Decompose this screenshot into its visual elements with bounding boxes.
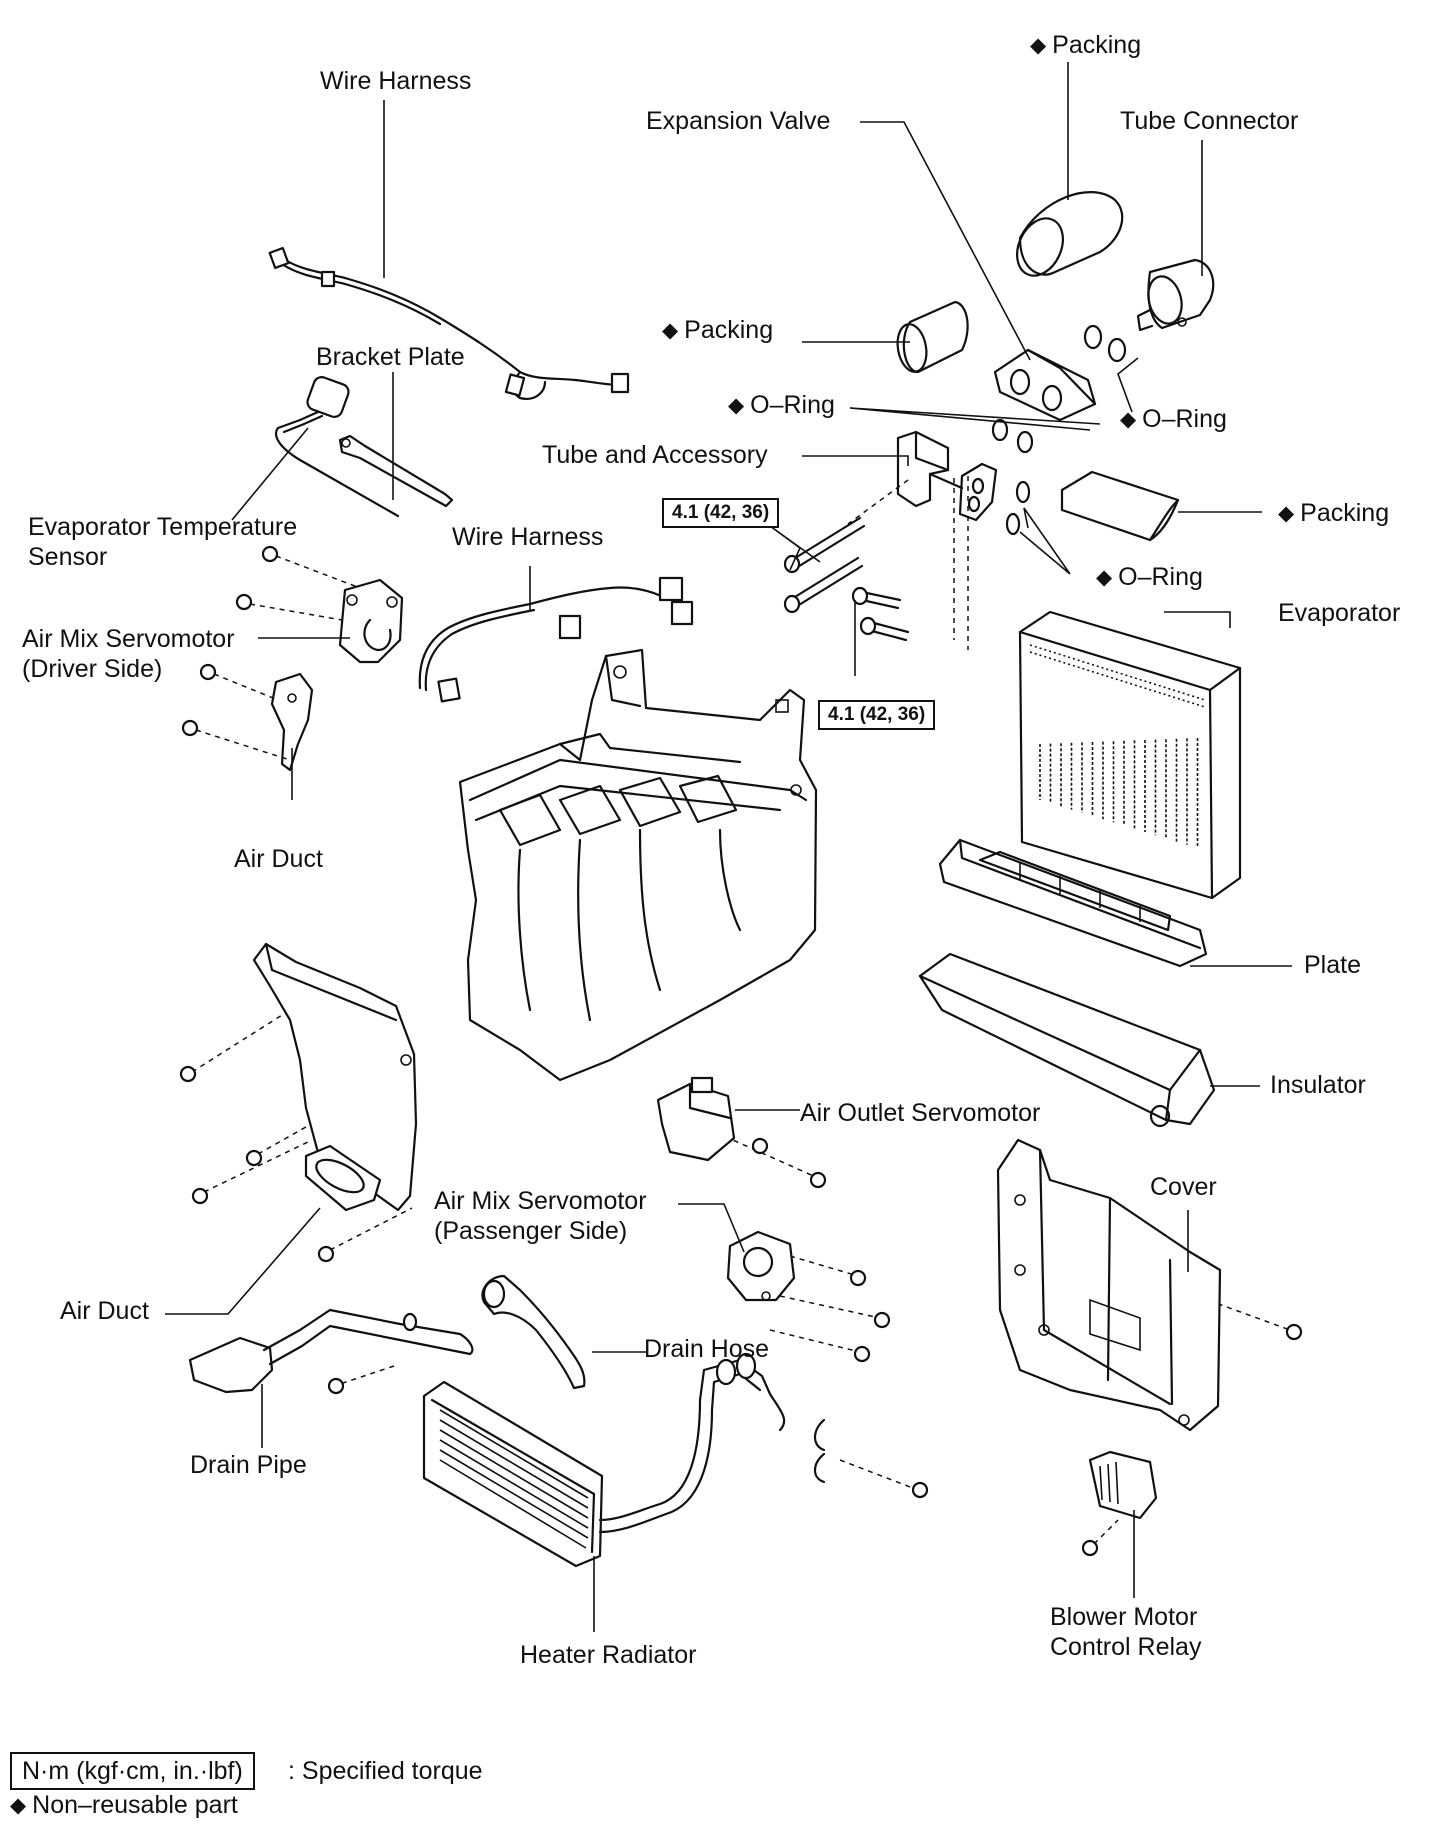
leader-lines: [165, 62, 1292, 1632]
screws: [179, 476, 1303, 1557]
label-packing-top: ◆Packing: [1030, 31, 1142, 59]
air-mix-servomotor-driver-part: [338, 578, 404, 664]
nonreusable-marker-icon: ◆: [1278, 502, 1295, 525]
plate-part: [938, 838, 1208, 968]
blower-motor-control-relay-part: [1088, 1450, 1158, 1520]
torque-spec-lower: 4.1 (42, 36): [818, 700, 936, 730]
nonreusable-marker-icon: ◆: [662, 319, 679, 342]
label-air-outlet-servomotor: Air Outlet Servomotor: [800, 1099, 1041, 1127]
legend-nonreusable: ◆Non–reusable part: [10, 1788, 238, 1824]
o-rings-part: [991, 324, 1127, 536]
tube-and-accessory-part: [896, 430, 998, 522]
packing-top-part: [1016, 191, 1124, 277]
heater-unit-case: [458, 648, 818, 1082]
heater-radiator-part: [422, 1352, 826, 1568]
cover-part: [996, 1138, 1222, 1432]
label-air-mix-servomotor-driver: Air Mix Servomotor (Driver Side): [22, 625, 235, 683]
label-wire-harness-mid: Wire Harness: [452, 523, 604, 551]
torque-bolts: [783, 516, 910, 642]
label-air-mix-servomotor-passenger: Air Mix Servomotor (Passenger Side): [434, 1187, 647, 1245]
label-blower-motor-control-relay: Blower Motor Control Relay: [1050, 1603, 1202, 1661]
label-expansion-valve: Expansion Valve: [646, 107, 831, 135]
legend-torque-desc: : Specified torque: [288, 1757, 483, 1785]
insulator-part: [918, 952, 1216, 1128]
wire-harness-mid-part: [418, 576, 694, 703]
drain-hose-part: [481, 1274, 586, 1390]
packing-mid-part: [896, 300, 969, 374]
label-tube-and-accessory: Tube and Accessory: [542, 441, 768, 469]
label-insulator: Insulator: [1270, 1071, 1366, 1099]
label-air-duct-upper: Air Duct: [234, 845, 323, 873]
drain-pipe-part: [188, 1308, 474, 1394]
label-evaporator: Evaporator: [1278, 599, 1401, 627]
nonreusable-marker-icon: ◆: [1030, 34, 1047, 57]
wire-harness-top-part: [268, 246, 630, 400]
label-evaporator-temperature-sensor: Evaporator Temperature Sensor: [28, 513, 298, 571]
evaporator-temperature-sensor-part: [274, 376, 400, 518]
label-heater-radiator: Heater Radiator: [520, 1641, 697, 1669]
label-packing-mid: ◆Packing: [662, 316, 774, 344]
expansion-valve-part: [993, 348, 1097, 422]
label-packing-right: ◆Packing: [1278, 499, 1390, 527]
air-mix-servomotor-passenger-part: [726, 1230, 796, 1302]
tube-connector-part: [1136, 258, 1215, 332]
label-bracket-plate: Bracket Plate: [316, 343, 465, 371]
packing-right-part: [1060, 470, 1180, 542]
label-drain-hose: Drain Hose: [644, 1335, 770, 1363]
evaporator-part: [1018, 610, 1242, 900]
torque-spec-upper: 4.1 (42, 36): [662, 498, 780, 528]
air-outlet-servomotor-part: [656, 1076, 736, 1162]
label-wire-harness-top: Wire Harness: [320, 67, 472, 95]
label-tube-connector: Tube Connector: [1120, 107, 1299, 135]
nonreusable-marker-icon: ◆: [1120, 408, 1137, 431]
label-o-ring-2: ◆O–Ring: [1120, 405, 1227, 433]
label-plate: Plate: [1304, 951, 1361, 979]
label-o-ring-1: ◆O–Ring: [728, 391, 835, 419]
nonreusable-marker-icon: ◆: [10, 1794, 27, 1817]
bracket-plate-part: [338, 434, 454, 508]
air-duct-lower-part: [252, 942, 418, 1212]
label-cover: Cover: [1150, 1173, 1217, 1201]
label-air-duct-lower: Air Duct: [60, 1297, 149, 1325]
air-duct-upper-part: [270, 672, 314, 772]
legend-torque-box: N·m (kgf·cm, in.·lbf): [10, 1752, 255, 1790]
label-drain-pipe: Drain Pipe: [190, 1451, 307, 1479]
nonreusable-marker-icon: ◆: [728, 394, 745, 417]
label-o-ring-3: ◆O–Ring: [1096, 563, 1203, 591]
nonreusable-marker-icon: ◆: [1096, 566, 1113, 589]
